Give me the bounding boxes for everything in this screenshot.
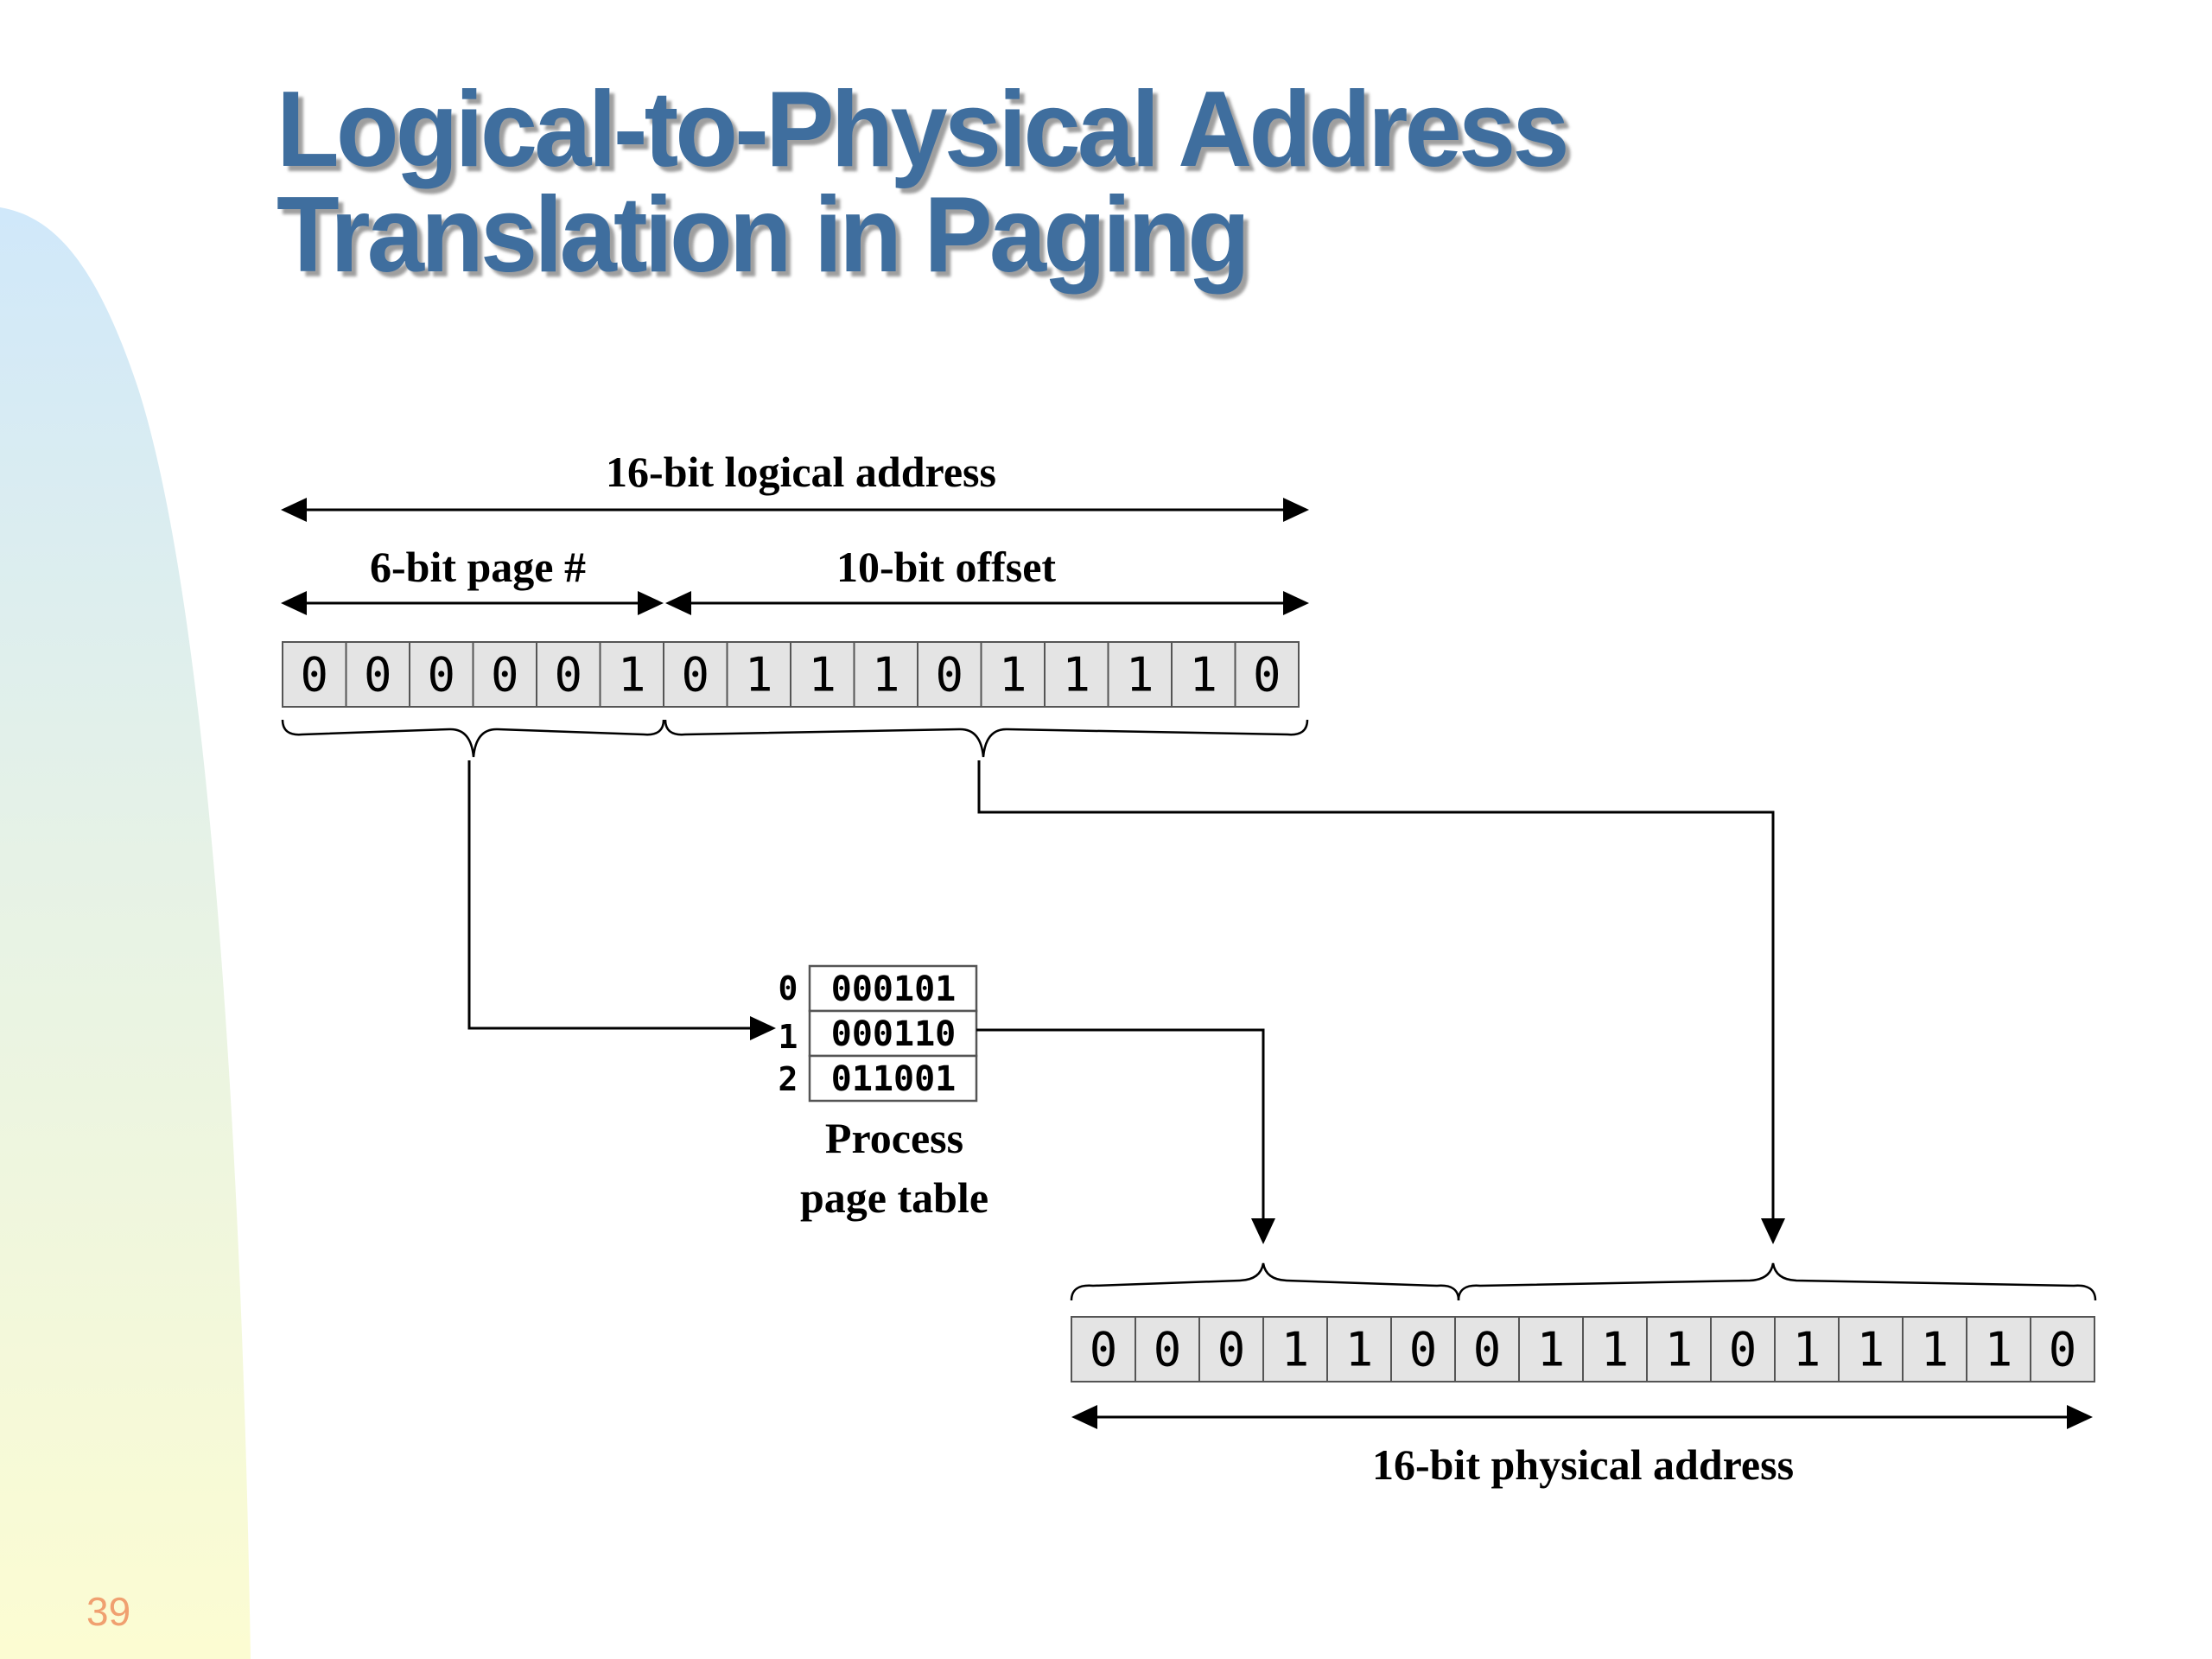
page-table-caption-line-2: page table	[800, 1173, 988, 1222]
slide-number: 39	[86, 1589, 131, 1634]
frame-number-brace	[1070, 1262, 1460, 1301]
physical-bit-value: 0	[1473, 1323, 1502, 1377]
logical-span-arrowhead-right	[1283, 498, 1309, 522]
process-page-table: 000101 000110 011001 0 1 2	[779, 964, 978, 1103]
physical-bit-value: 1	[1857, 1323, 1885, 1377]
page-number-label: 6-bit page #	[370, 543, 586, 591]
physical-bit-cell	[1966, 1316, 2031, 1382]
page-table-entry-0	[808, 964, 978, 1013]
page-span-arrowhead-right	[638, 591, 664, 615]
physical-bit-value: 1	[1665, 1323, 1694, 1377]
logical-bit-value: 1	[872, 648, 900, 702]
offset-copy-arrowhead	[1761, 1218, 1785, 1244]
logical-bit-value: 1	[999, 648, 1027, 702]
physical-bit-value: 0	[1090, 1323, 1118, 1377]
offset-label: 10-bit offset	[836, 543, 1056, 591]
physical-bit-cell	[1774, 1316, 1840, 1382]
logical-bit-cell	[409, 641, 474, 708]
left-decorative-swoosh	[0, 207, 251, 1659]
logical-bit-value: 0	[364, 648, 392, 702]
logical-bit-value: 0	[1253, 648, 1281, 702]
page-table-entry-1	[808, 1009, 978, 1058]
physical-span-arrowhead-right	[2067, 1405, 2093, 1429]
page-table-entry-2	[808, 1054, 978, 1103]
logical-bit-value: 1	[745, 648, 773, 702]
offset-span-arrowhead-right	[1283, 591, 1309, 615]
page-table-index-0: 0	[779, 969, 798, 1007]
offset-to-physical-connector	[977, 760, 1775, 1224]
logical-bit-cell	[472, 641, 537, 708]
logical-bit-value: 1	[1189, 648, 1217, 702]
logical-span-arrowhead-left	[281, 498, 307, 522]
physical-bit-cell	[1454, 1316, 1520, 1382]
physical-bit-value: 1	[1345, 1323, 1374, 1377]
physical-bit-value: 0	[2049, 1323, 2077, 1377]
physical-bit-value: 1	[1985, 1323, 2013, 1377]
logical-bit-value: 0	[681, 648, 709, 702]
physical-bit-cell	[1646, 1316, 1712, 1382]
page-table-entry-1-value: 000110	[831, 1014, 957, 1054]
page-table-entry-0-value: 000101	[831, 969, 957, 1009]
logical-bit-value: 0	[427, 648, 455, 702]
table-lookup-arrowhead	[750, 1016, 776, 1040]
logical-bit-value: 0	[300, 648, 328, 702]
page-table-entry-2-value: 011001	[831, 1059, 957, 1099]
physical-bit-cell	[1262, 1316, 1328, 1382]
logical-bit-cell	[536, 641, 601, 708]
physical-bit-value: 0	[1729, 1323, 1758, 1377]
page-number-brace	[281, 719, 665, 758]
page-span-arrowhead-left	[281, 591, 307, 615]
physical-bit-value: 0	[1409, 1323, 1438, 1377]
logical-bit-value: 0	[935, 648, 963, 702]
offset-span-arrowhead-left	[665, 591, 691, 615]
frame-copy-arrowhead	[1251, 1218, 1275, 1244]
logical-bit-cell	[599, 641, 664, 708]
page-table-index-2: 2	[779, 1060, 798, 1098]
physical-bit-cell	[1710, 1316, 1776, 1382]
logical-bit-cell	[917, 641, 982, 708]
logical-bit-value: 1	[1062, 648, 1090, 702]
offset-brace	[664, 719, 1309, 758]
logical-bit-value: 0	[491, 648, 519, 702]
physical-bit-value: 1	[1281, 1323, 1310, 1377]
logical-bit-cell	[853, 641, 918, 708]
physical-span-arrowhead-left	[1071, 1405, 1097, 1429]
physical-bit-value: 1	[1921, 1323, 1949, 1377]
physical-bit-cell	[1518, 1316, 1584, 1382]
logical-bit-cell	[790, 641, 855, 708]
physical-bit-value: 0	[1217, 1323, 1246, 1377]
logical-bit-value: 0	[554, 648, 582, 702]
physical-bit-value: 1	[1537, 1323, 1566, 1377]
physical-bit-value: 0	[1154, 1323, 1182, 1377]
slide-title-line-1: Logical-to-Physical Address	[276, 70, 1570, 189]
logical-address-label: 16-bit logical address	[606, 448, 996, 496]
physical-bit-cell	[1198, 1316, 1264, 1382]
logical-bit-cell	[663, 641, 728, 708]
physical-address-label: 16-bit physical address	[1372, 1440, 1794, 1489]
physical-bit-cell	[1390, 1316, 1456, 1382]
page-table-index-1: 1	[779, 1018, 798, 1056]
logical-bit-value: 1	[808, 648, 836, 702]
slide-title-line-2: Translation in Paging	[276, 175, 1250, 295]
frame-number-to-physical-connector	[976, 1028, 1265, 1224]
physical-bit-cell	[2030, 1316, 2095, 1382]
logical-bit-cell	[1234, 641, 1300, 708]
physical-bit-cell	[1582, 1316, 1648, 1382]
logical-bit-value: 1	[618, 648, 646, 702]
logical-bit-cell	[726, 641, 791, 708]
physical-bit-value: 1	[1793, 1323, 1821, 1377]
page-number-to-table-connector	[467, 760, 753, 1030]
logical-bit-cell	[1044, 641, 1109, 708]
physical-bit-cell	[1838, 1316, 1904, 1382]
logical-bit-value: 1	[1126, 648, 1154, 702]
physical-bit-value: 1	[1601, 1323, 1630, 1377]
logical-bit-cell	[980, 641, 1046, 708]
page-table-caption-line-1: Process	[825, 1114, 963, 1162]
physical-offset-brace	[1457, 1262, 2097, 1301]
